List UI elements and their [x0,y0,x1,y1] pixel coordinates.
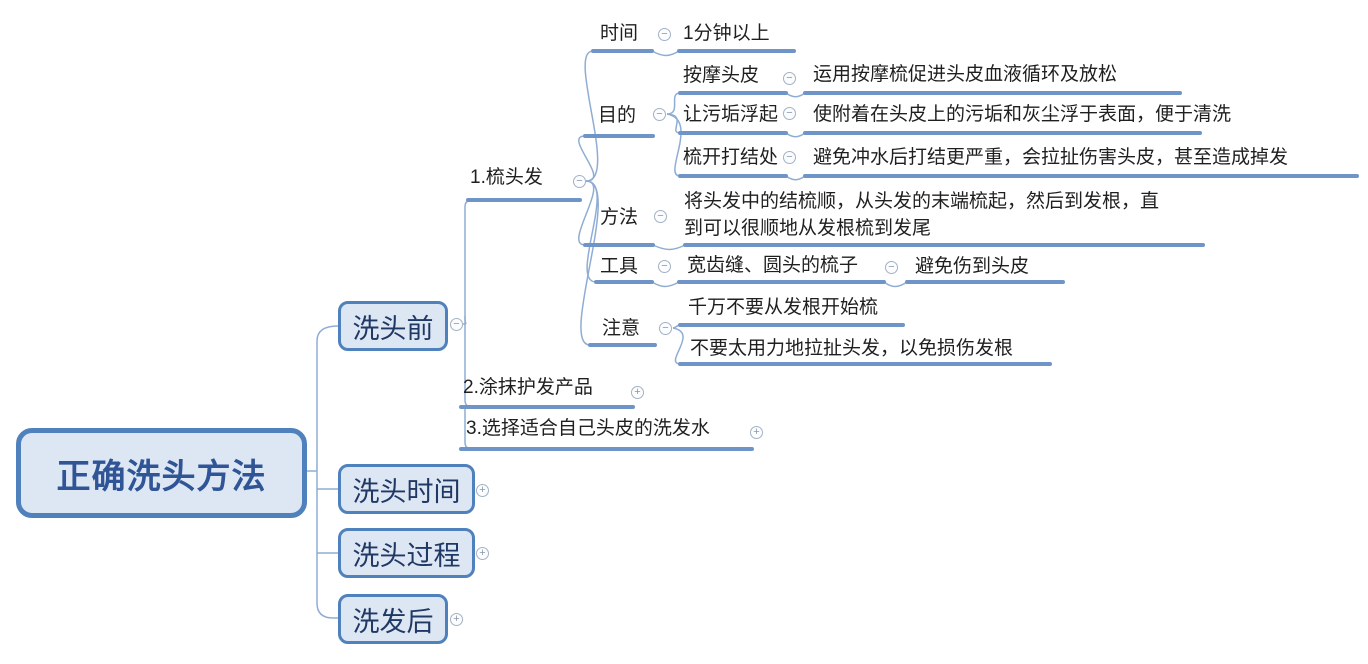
connector-detangle-value [785,175,806,181]
topic-attention[interactable]: 注意 [602,318,641,339]
connector-massage-value [785,92,806,98]
collapse-icon-tool-value[interactable]: − [885,261,898,274]
connector-lines [307,50,908,619]
expand-icon-wash-process[interactable]: + [476,547,489,560]
topic-method-value[interactable]: 将头发中的结梳顺，从头发的末端梳起，然后到发根，直到可以很顺地从发根梳到发尾 [684,191,1160,239]
topic-attention-item-2[interactable]: 不要太用力地拉扯头发，以免损伤发根 [690,338,1014,359]
topic-time-label[interactable]: 时间 [600,23,639,44]
topic-float-dirt[interactable]: 让污垢浮起 [683,104,779,125]
connector-comb-purpose [578,135,595,182]
collapse-icon-tool[interactable]: − [658,260,671,273]
collapse-icon-massage[interactable]: − [783,72,796,85]
node-post-wash[interactable]: 洗发后 [338,594,448,644]
topic-massage-value[interactable]: 运用按摩梳促进头皮血液循环及放松 [813,64,1118,85]
topic-purpose[interactable]: 目的 [598,105,637,126]
connector-time-value [651,50,680,57]
node-wash-process[interactable]: 洗头过程 [338,528,475,578]
expand-icon-wash-time[interactable]: + [476,484,489,497]
connector-comb-attention [580,180,599,346]
topic-tool-note[interactable]: 避免伤到头皮 [915,256,1030,277]
topic-apply-product[interactable]: 2.涂抹护发产品 [463,377,593,398]
expand-icon-apply-product[interactable]: + [631,386,644,399]
connector-attention-2 [672,327,684,365]
connector-method-value [652,244,686,251]
topic-massage[interactable]: 按摩头皮 [683,65,760,86]
connector-purpose-massage [666,92,681,115]
connector-prewash-comb [464,199,473,325]
expand-icon-post-wash[interactable]: + [450,613,463,626]
topic-detangle[interactable]: 梳开打结处 [683,147,779,168]
collapse-icon-method[interactable]: − [654,210,667,223]
expand-icon-choose-shampoo[interactable]: + [750,426,763,439]
collapse-icon-float-dirt[interactable]: − [783,107,796,120]
node-pre-wash[interactable]: 洗头前 [338,301,448,351]
collapse-icon-time[interactable]: − [658,28,671,41]
topic-comb-hair[interactable]: 1.梳头发 [470,167,543,188]
collapse-icon-comb-hair[interactable]: − [573,175,586,188]
topic-tool-value[interactable]: 宽齿缝、圆头的梳子 [687,255,859,276]
topic-method[interactable]: 方法 [600,207,639,228]
topic-float-dirt-value[interactable]: 使附着在头皮上的污垢和灰尘浮于表面，便于清洗 [813,104,1232,125]
branch-underlines [459,49,1359,451]
collapse-icon-attention[interactable]: − [659,322,672,335]
connector-tool-note [883,281,908,288]
connector-purpose-detangle [666,113,682,177]
connector-comb-time [584,50,599,182]
connector-trunk-main [316,325,339,619]
collapse-icon-purpose[interactable]: − [653,108,666,121]
node-root[interactable]: 正确洗头方法 [16,428,307,518]
connector-tool-value [651,281,680,288]
topic-tool[interactable]: 工具 [600,256,639,277]
topic-choose-shampoo[interactable]: 3.选择适合自己头皮的洗发水 [466,418,710,439]
collapse-icon-pre-wash[interactable]: − [450,318,463,331]
node-wash-time[interactable]: 洗头时间 [338,464,475,514]
connector-dirt-value [785,132,806,138]
topic-time-value[interactable]: 1分钟以上 [683,23,770,44]
topic-attention-item-1[interactable]: 千万不要从发根开始梳 [688,297,879,318]
topic-detangle-value[interactable]: 避免冲水后打结更严重，会拉扯伤害头皮，甚至造成掉发 [813,147,1289,168]
collapse-icon-detangle[interactable]: − [783,151,796,164]
